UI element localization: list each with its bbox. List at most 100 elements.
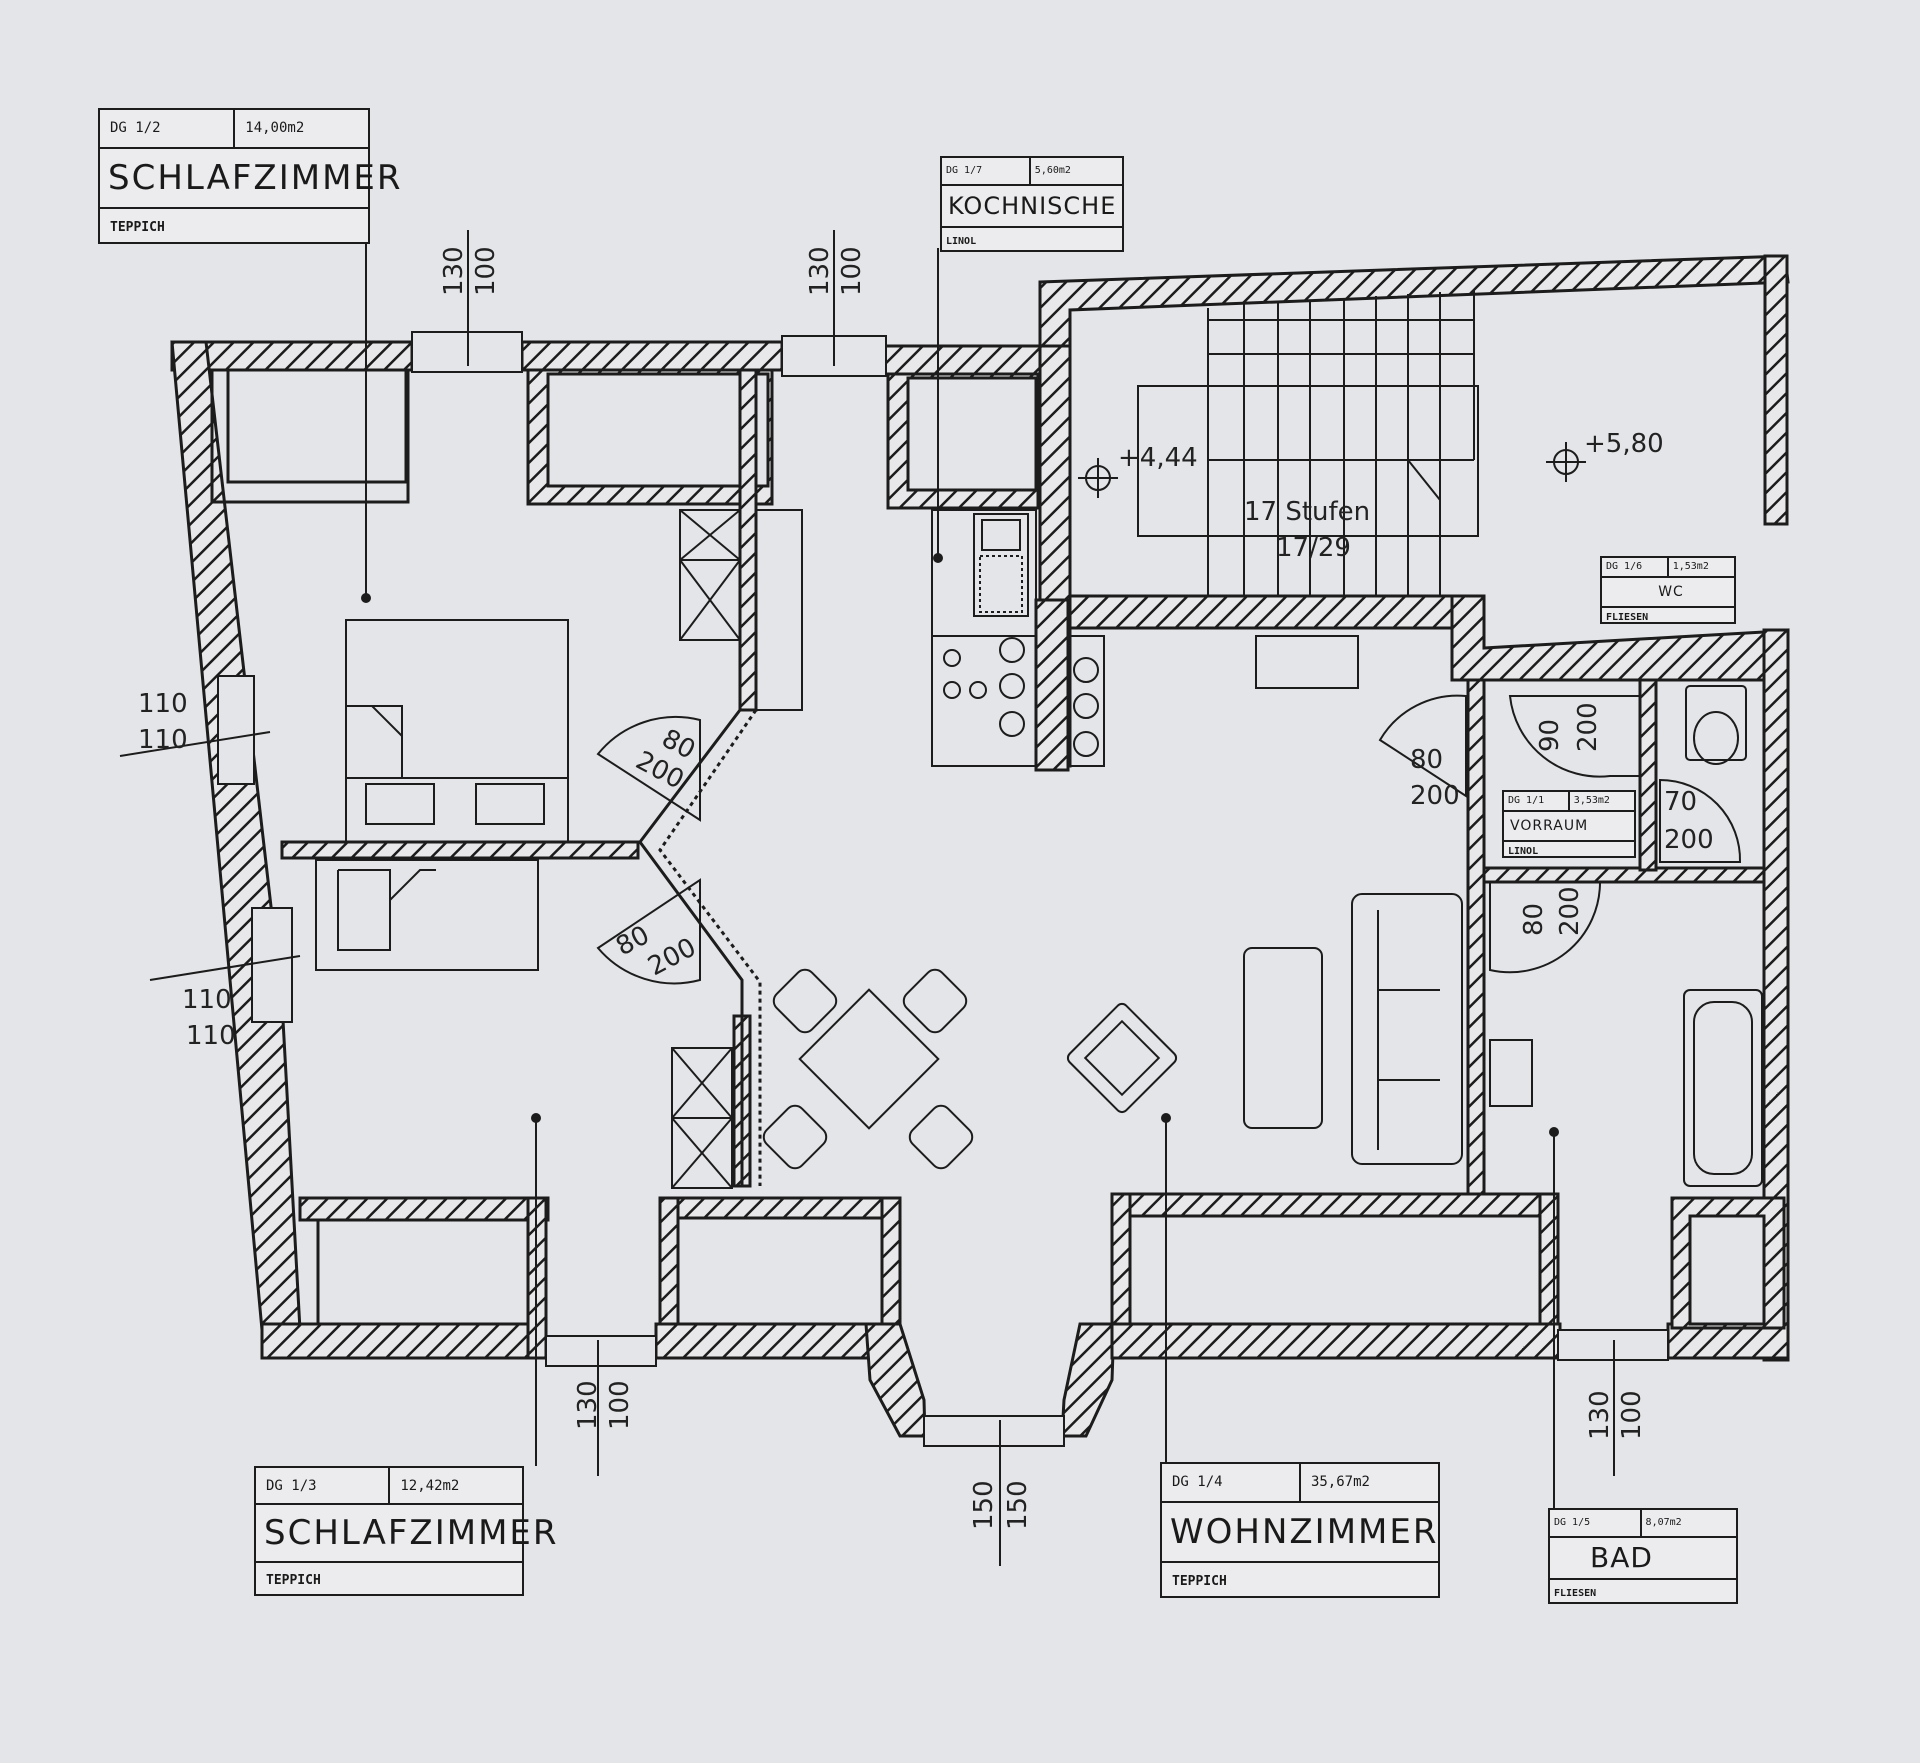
door-dim: 200 (1664, 825, 1714, 855)
door-dim: 200 (1410, 781, 1460, 811)
room-name: SCHLAFZIMMER (264, 1512, 559, 1553)
room-name: WOHNZIMMER (1170, 1511, 1439, 1552)
leader-lines (119, 230, 1615, 1566)
wall-stair-top (1038, 254, 1790, 348)
dining-chair (762, 1104, 828, 1170)
room-area: 3,53m2 (1573, 795, 1610, 807)
level-stair: +4,44 (1118, 443, 1198, 473)
room-area: 35,67m2 (1310, 1474, 1370, 1491)
wall-bad-top (1482, 866, 1786, 884)
room-name: BAD (1590, 1541, 1653, 1575)
burner-icon (1073, 657, 1099, 683)
room-area: 14,00m2 (245, 120, 305, 137)
wall-bottom-1b (316, 1218, 548, 1330)
door-dim: 200 (643, 932, 701, 982)
wall-bedroom-divider (280, 840, 640, 860)
bedroom-1-furniture (345, 509, 803, 843)
wall-bottom-4-inner (1688, 1214, 1766, 1326)
room-code: DG 1/6 (1602, 558, 1669, 576)
room-floor: TEPPICH (100, 207, 368, 246)
stove-right (1067, 635, 1105, 767)
armchair (1066, 1002, 1178, 1114)
room-name: VORRAUM (1510, 817, 1589, 834)
burner-icon (999, 711, 1025, 737)
dining-chair (908, 1104, 974, 1170)
burner-icon (999, 673, 1025, 699)
burner-icon (969, 681, 987, 699)
room-code: DG 1/1 (1504, 792, 1570, 810)
staircase (1137, 290, 1479, 596)
room-area: 5,60m2 (1034, 165, 1071, 177)
room-code: DG 1/7 (942, 158, 1031, 184)
living-room-furniture (762, 635, 1463, 1170)
burner-icon (943, 681, 961, 699)
window-dim: 110 (182, 985, 232, 1015)
window-dim: 130 (805, 246, 835, 296)
single-bed (315, 859, 539, 971)
window-dim: 150 (1003, 1480, 1033, 1530)
window-dim: 100 (471, 246, 501, 296)
burner-icon (999, 637, 1025, 663)
toilet-icon (1685, 685, 1747, 761)
window-dim: 130 (1585, 1390, 1615, 1440)
wall-right-top (1763, 254, 1789, 526)
room-code: DG 1/3 (256, 1468, 391, 1504)
wardrobe-1 (679, 509, 741, 641)
wall-box-3-inner (906, 376, 1038, 492)
door-dim: 90 (1535, 719, 1565, 752)
wall-top-3 (883, 344, 1042, 376)
pillow (365, 783, 435, 825)
window-dim: 110 (138, 725, 188, 755)
window-dim: 150 (969, 1480, 999, 1530)
wall-bottom-3 (1110, 1192, 1558, 1218)
wardrobe-1b (755, 509, 803, 711)
room-area: 1,53m2 (1672, 561, 1709, 573)
room-floor: TEPPICH (256, 1560, 522, 1598)
kitchen-fixtures (931, 509, 1105, 767)
window-dim: 110 (138, 689, 188, 719)
pillow (475, 783, 545, 825)
bathroom-fixtures (1489, 685, 1763, 1187)
window-dim: 100 (1617, 1390, 1647, 1440)
window-left-upper (217, 675, 255, 785)
room-area: 8,07m2 (1645, 1517, 1682, 1529)
room-name: WC (1658, 583, 1684, 600)
burner-icon (943, 649, 961, 667)
window-bay (923, 1415, 1065, 1447)
room-floor: FLIESEN (1550, 1578, 1736, 1606)
room-floor: FLIESEN (1602, 606, 1734, 626)
wall-box-2-inner (546, 372, 770, 488)
wall-stair-bottom (1068, 594, 1482, 630)
stove (931, 635, 1037, 767)
room-code: DG 1/2 (100, 110, 236, 147)
room-name: KOCHNISCHE (948, 191, 1117, 220)
wall-bottom-1c (260, 1322, 544, 1360)
window-bottom-left (545, 1335, 657, 1367)
window-dim: 110 (186, 1021, 236, 1051)
room-floor: TEPPICH (1162, 1561, 1438, 1600)
wall-closet-1 (738, 368, 758, 712)
room-code: DG 1/4 (1162, 1464, 1301, 1501)
diagonal-walls (638, 709, 762, 1186)
wall-vorraum-left (1466, 678, 1486, 1198)
wall-top-2 (520, 340, 784, 372)
door-swings (596, 694, 1742, 985)
wall-kitchen-right (1034, 598, 1070, 772)
stair-ratio: 17/29 (1276, 533, 1351, 563)
wall-left-box-inner (226, 368, 408, 484)
wall-bottom-3-side (1110, 1192, 1132, 1330)
wall-bottom-2b (654, 1322, 902, 1360)
window-left-lower (251, 907, 293, 1023)
window-dim: 130 (573, 1380, 603, 1430)
level-markers (1078, 442, 1586, 498)
window-dim: 130 (439, 246, 469, 296)
window-dim: 100 (837, 246, 867, 296)
double-bed (345, 619, 569, 843)
room-area: 12,42m2 (400, 1477, 460, 1494)
dining-chair (902, 968, 968, 1034)
